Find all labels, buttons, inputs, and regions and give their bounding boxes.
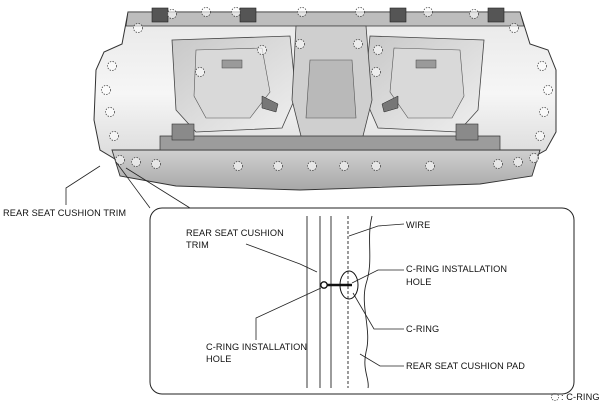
seat-cushion-illustration [93,7,557,191]
c-ring-marker [101,85,111,95]
c-ring-marker [493,159,503,169]
label-detail-trim-1: REAR SEAT CUSHION [186,228,284,238]
top-clip [487,7,505,23]
legend-text: : C-RING [561,392,600,402]
seat-hook [381,95,399,113]
c-ring-marker [353,39,363,49]
leader-pad [359,353,404,367]
label-detail-trim-2: TRIM [186,240,209,250]
right-well-slot [415,59,437,69]
center-tunnel-face [305,59,357,119]
cushion-back-rim [125,11,525,27]
c-ring-marker [355,7,365,17]
c-ring-marker [537,61,547,71]
c-ring-marker [107,61,117,71]
c-ring-marker [109,131,119,141]
c-ring-marker [167,9,177,19]
c-ring-marker [539,107,549,117]
legend-dashed-circle-icon [551,393,559,401]
c-ring-marker [195,67,205,77]
c-ring-marker [131,157,141,167]
c-ring-marker [231,7,241,17]
c-ring-marker [529,153,539,163]
label-cring-hole-left-1: C-RING INSTALLATION [206,342,307,352]
c-ring-marker [273,161,283,171]
front-cross-bar [159,135,501,151]
top-clip [389,7,407,23]
c-ring-marker [307,161,317,171]
label-cring-hole-right-2: HOLE [406,277,431,287]
seat-hook [261,95,279,113]
c-ring-marker [535,131,545,141]
c-ring-marker [115,155,125,165]
c-ring-circle [339,270,359,300]
front-bracket [455,123,479,141]
c-ring-marker [151,159,161,169]
c-ring-markers [101,7,553,171]
leader-wire [348,223,405,237]
label-cring: C-RING [406,324,439,334]
label-rear-seat-cushion-pad: REAR SEAT CUSHION PAD [406,361,525,371]
detail-callout-box [149,207,575,395]
leader-cring-hole-right [351,269,404,284]
legend: : C-RING [551,392,599,402]
c-ring-marker [339,161,349,171]
c-ring-marker [257,45,267,55]
c-ring-marker [297,7,307,17]
leader-cring-hole-left [255,287,322,340]
c-ring-marker [509,23,519,33]
cushion-front-base [111,149,541,191]
c-ring-marker [371,67,381,77]
label-cring-hole-right-1: C-RING INSTALLATION [406,264,507,274]
trim-leader-line [65,165,101,205]
c-ring-marker [105,107,115,117]
c-ring-marker [543,85,553,95]
c-ring-marker [133,23,143,33]
label-wire: WIRE [406,220,430,230]
c-ring-marker [295,39,305,49]
zoom-line-right [125,167,191,209]
c-ring-marker [425,161,435,171]
front-bracket [171,123,195,141]
c-ring-marker [233,161,243,171]
leader-detail-trim [245,243,318,273]
label-rear-seat-cushion-trim: REAR SEAT CUSHION TRIM [3,208,126,218]
top-clip [239,7,257,23]
leader-cring [352,292,404,330]
c-ring-marker [201,7,211,17]
c-ring-marker [423,7,433,17]
c-ring-marker [373,45,383,55]
c-ring-marker [371,161,381,171]
zoom-line-left [115,161,151,209]
c-ring-marker [513,157,523,167]
label-cring-hole-left-2: HOLE [206,354,231,364]
top-clip [151,7,169,23]
right-well-inner [389,47,465,119]
left-well-slot [221,59,243,69]
c-ring-hole-left [320,281,328,289]
c-ring-marker [469,9,479,19]
